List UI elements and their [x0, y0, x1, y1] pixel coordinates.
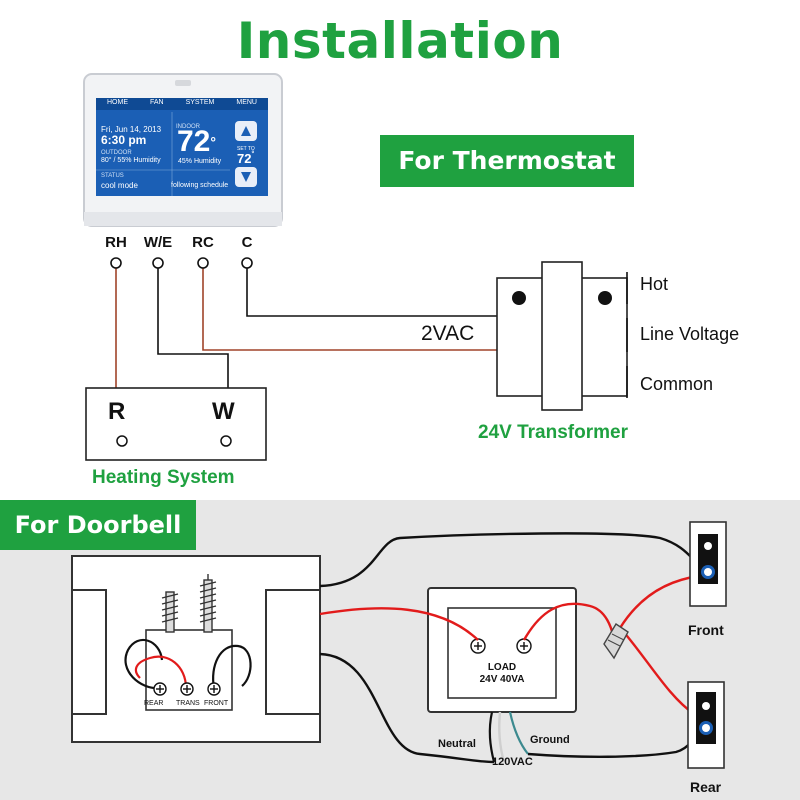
heating-system-box — [85, 387, 267, 461]
chime-internal-wire-red — [134, 655, 188, 689]
status-value: cool mode — [101, 181, 138, 190]
heating-terminal-w: W — [212, 398, 235, 425]
thermostat-date: Fri, Jun 14, 2013 — [101, 125, 162, 134]
wire-we-to-w — [157, 268, 229, 388]
status-label: STATUS — [101, 173, 124, 179]
set-to-number: 72 — [237, 151, 252, 166]
wire-chime-to-front-button — [319, 532, 697, 588]
wire-c-to-transformer — [246, 268, 497, 317]
terminal-c — [241, 257, 253, 269]
terminal-we — [152, 257, 164, 269]
page-title: Installation — [236, 12, 564, 70]
thermostat-tab-menu: MENU — [236, 99, 257, 106]
chime-label-rear: REAR — [144, 700, 164, 707]
thermostat-tab-home: HOME — [106, 99, 128, 106]
chime-label-trans: TRANS — [176, 700, 200, 707]
indoor-temperature: 72° — [177, 125, 216, 158]
heating-terminal-r: R — [108, 398, 126, 425]
thermostat-time: 6:30 pm — [101, 133, 147, 147]
transformer-rating-text: 24V 40VA — [479, 674, 525, 685]
wire-rc-to-transformer — [202, 268, 497, 351]
front-button-label: Front — [688, 622, 724, 638]
terminal-rc — [197, 257, 209, 269]
outdoor-label: OUTDOOR — [101, 150, 132, 156]
wire-chime-to-transformer — [319, 607, 479, 641]
doorbell-transformer-body — [447, 607, 557, 699]
thermostat-tab-fan: FAN — [149, 99, 164, 106]
chime-left-slot — [71, 589, 107, 715]
outdoor-value: 80° / 55% Humidity — [101, 157, 161, 164]
indoor-temp-value: 72 — [177, 125, 211, 158]
common-label: Common — [640, 374, 714, 394]
neutral-wire — [488, 711, 496, 763]
hot-wire — [498, 711, 506, 763]
doorbell-section-tag: For Doorbell — [0, 500, 196, 550]
indoor-humidity: 45% Humidity — [178, 158, 222, 165]
chime-label-front: FRONT — [204, 700, 229, 707]
line-voltage-label: Line Voltage — [640, 324, 740, 344]
supply-voltage-label: 120VAC — [492, 756, 533, 768]
terminal-label-rc: RC — [192, 234, 214, 251]
chime-right-slot — [265, 589, 321, 715]
terminal-label-c: C — [241, 234, 253, 251]
transformer-core — [541, 261, 583, 411]
neutral-label: Neutral — [438, 738, 476, 750]
schedule-text: following schedule — [171, 182, 229, 189]
wire-nut-icon — [603, 623, 629, 660]
thermostat-wiring-diagram — [83, 73, 628, 461]
rear-button-label: Rear — [690, 779, 722, 795]
chime-internal-wire-left — [124, 639, 164, 690]
set-to-value: 72° — [237, 151, 255, 166]
chime-internal-wire-right — [212, 644, 252, 689]
terminal-label-we: W/E — [143, 234, 173, 251]
hot-label: Hot — [640, 274, 669, 294]
wire-splice-to-rear — [621, 629, 695, 715]
wire-chime-to-rear-button — [319, 652, 495, 764]
terminal-label-rh: RH — [105, 234, 127, 251]
chime-terminal-block — [145, 629, 233, 711]
wire-transformer-to-splice — [522, 602, 616, 641]
doorbell-wiring-diagram — [71, 521, 727, 769]
terminal-rh — [110, 257, 122, 269]
heating-system-label: Heating System — [92, 467, 235, 488]
chime-springs — [161, 574, 217, 633]
set-to-label: SET TO — [237, 146, 255, 152]
transformer-label: 24V Transformer — [478, 422, 628, 443]
indoor-label: INDOOR — [176, 124, 200, 130]
ground-label: Ground — [530, 734, 570, 746]
thermostat-section-tag: For Thermostat — [380, 135, 634, 187]
thermostat-tab-system: SYSTEM — [185, 99, 215, 106]
thermostat-tab-bar: HOME FAN SYSTEM MENU — [96, 99, 268, 109]
transformer-load-text: LOAD — [487, 662, 517, 673]
wire-splice-to-front — [618, 574, 701, 629]
voltage-label: 2VAC — [421, 322, 475, 345]
ground-wire — [508, 711, 529, 755]
